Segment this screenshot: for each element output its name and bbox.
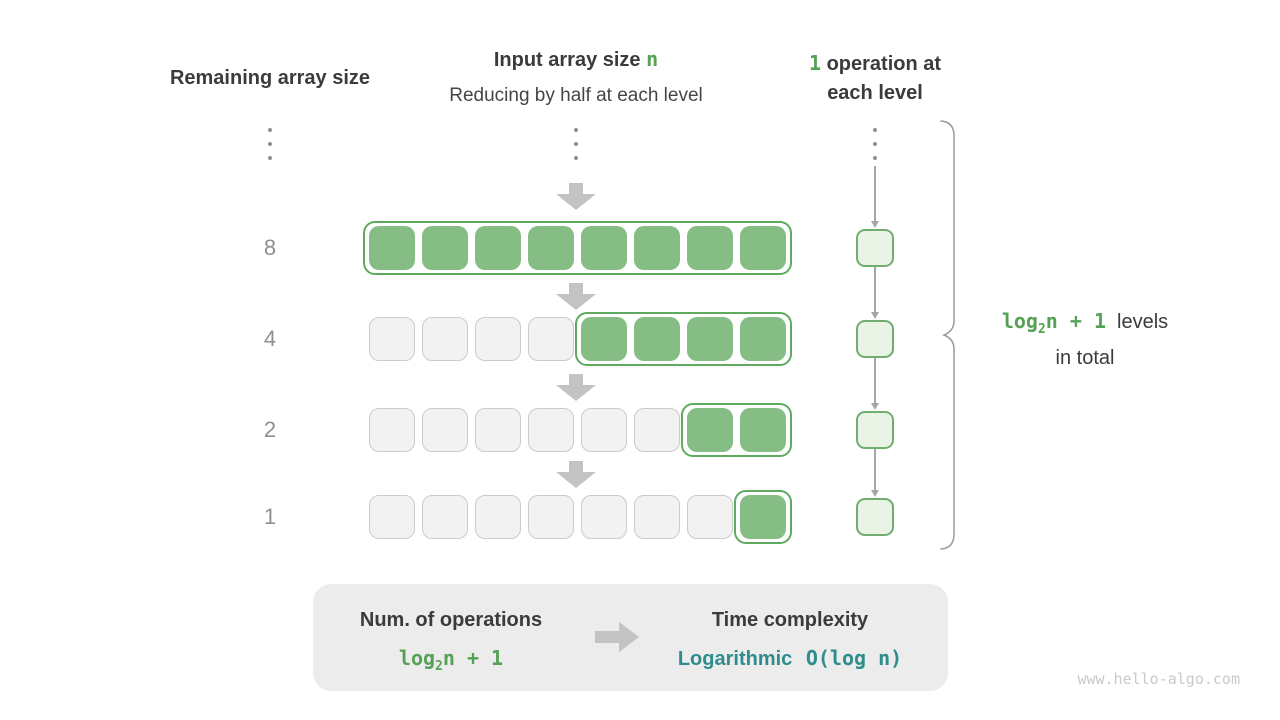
header-operation-line2: each level: [827, 82, 923, 104]
down-block-arrow-icon: [556, 283, 596, 310]
array-cell-inactive: [581, 495, 627, 539]
array-cell-inactive: [687, 495, 733, 539]
header-operation-per-level: 1 operation at each level: [775, 49, 975, 108]
array-cell-active: [581, 226, 627, 270]
summary-time-complexity-title: Time complexity: [711, 609, 869, 631]
array-cell-inactive: [475, 317, 521, 361]
down-block-arrow-icon: [556, 374, 596, 401]
ops-connector-line: [874, 166, 876, 222]
header-one-literal: 1: [808, 51, 822, 75]
array-cell-active: [634, 317, 680, 361]
array-cell-inactive: [422, 495, 468, 539]
array-cell-active: [687, 226, 733, 270]
header-reducing-subtitle: Reducing by half at each level: [449, 85, 703, 106]
array-cell-active: [634, 226, 680, 270]
down-block-arrow-icon: [556, 183, 596, 210]
big-o-notation: O(log n): [805, 646, 903, 670]
vertical-ellipsis-icon: [873, 128, 877, 170]
array-cell-active: [581, 317, 627, 361]
array-cell-active: [740, 226, 786, 270]
array-cell-active: [687, 408, 733, 452]
array-cell-active: [687, 317, 733, 361]
ops-connector-arrowhead-icon: [870, 312, 879, 319]
right-block-arrow-icon: [595, 622, 639, 652]
ops-connector-arrowhead-icon: [870, 221, 879, 228]
array-cell-active: [475, 226, 521, 270]
summary-box: Num. of operations log2n + 1 Time comple…: [313, 584, 948, 691]
array-cell-active: [422, 226, 468, 270]
array-cell-inactive: [634, 495, 680, 539]
ops-connector-arrowhead-icon: [870, 403, 879, 410]
operation-box: [856, 229, 894, 267]
row-size-label: 1: [263, 504, 277, 529]
header-input-array-size: Input array size n: [426, 45, 726, 75]
header-n-variable: n: [646, 47, 659, 71]
array-cell-inactive: [528, 317, 574, 361]
summary-num-operations-formula: log2n + 1: [398, 646, 504, 674]
array-cell-inactive: [422, 408, 468, 452]
brace-right: [940, 120, 955, 550]
logarithmic-word: Logarithmic: [677, 648, 793, 670]
ops-connector-line: [874, 267, 876, 313]
array-cell-active: [369, 226, 415, 270]
array-cell-inactive: [475, 495, 521, 539]
array-cell-active: [740, 317, 786, 361]
levels-word: levels: [1117, 311, 1169, 333]
array-cell-inactive: [369, 495, 415, 539]
operation-box: [856, 411, 894, 449]
array-cell-active: [528, 226, 574, 270]
array-cell-active: [740, 495, 786, 539]
array-cell-inactive: [634, 408, 680, 452]
summary-time-complexity-value: Logarithmic O(log n): [650, 646, 930, 671]
operation-box: [856, 498, 894, 536]
row-size-label: 4: [263, 326, 277, 351]
array-cell-inactive: [528, 408, 574, 452]
array-cell-inactive: [369, 317, 415, 361]
array-cell-inactive: [369, 408, 415, 452]
levels-formula: log2n + 1: [1001, 309, 1107, 337]
ops-connector-line: [874, 358, 876, 404]
header-operation-line1: operation at: [821, 53, 942, 75]
down-block-arrow-icon: [556, 461, 596, 488]
vertical-ellipsis-icon: [574, 128, 578, 170]
array-cell-inactive: [422, 317, 468, 361]
array-cell-inactive: [528, 495, 574, 539]
array-cell-inactive: [475, 408, 521, 452]
header-input-array-size-text: Input array size: [493, 49, 647, 71]
row-size-label: 8: [263, 235, 277, 260]
array-cell-active: [740, 408, 786, 452]
summary-num-operations-title: Num. of operations: [359, 609, 543, 631]
array-cell-inactive: [581, 408, 627, 452]
brace-label: log2n + 1 levels in total: [975, 307, 1195, 372]
row-size-label: 2: [263, 417, 277, 442]
vertical-ellipsis-icon: [268, 128, 272, 170]
ops-connector-line: [874, 449, 876, 491]
in-total-word: in total: [1055, 347, 1115, 369]
header-remaining-array-size: Remaining array size: [169, 67, 371, 89]
operation-box: [856, 320, 894, 358]
watermark: www.hello-algo.com: [1077, 670, 1240, 688]
ops-connector-arrowhead-icon: [870, 490, 879, 497]
